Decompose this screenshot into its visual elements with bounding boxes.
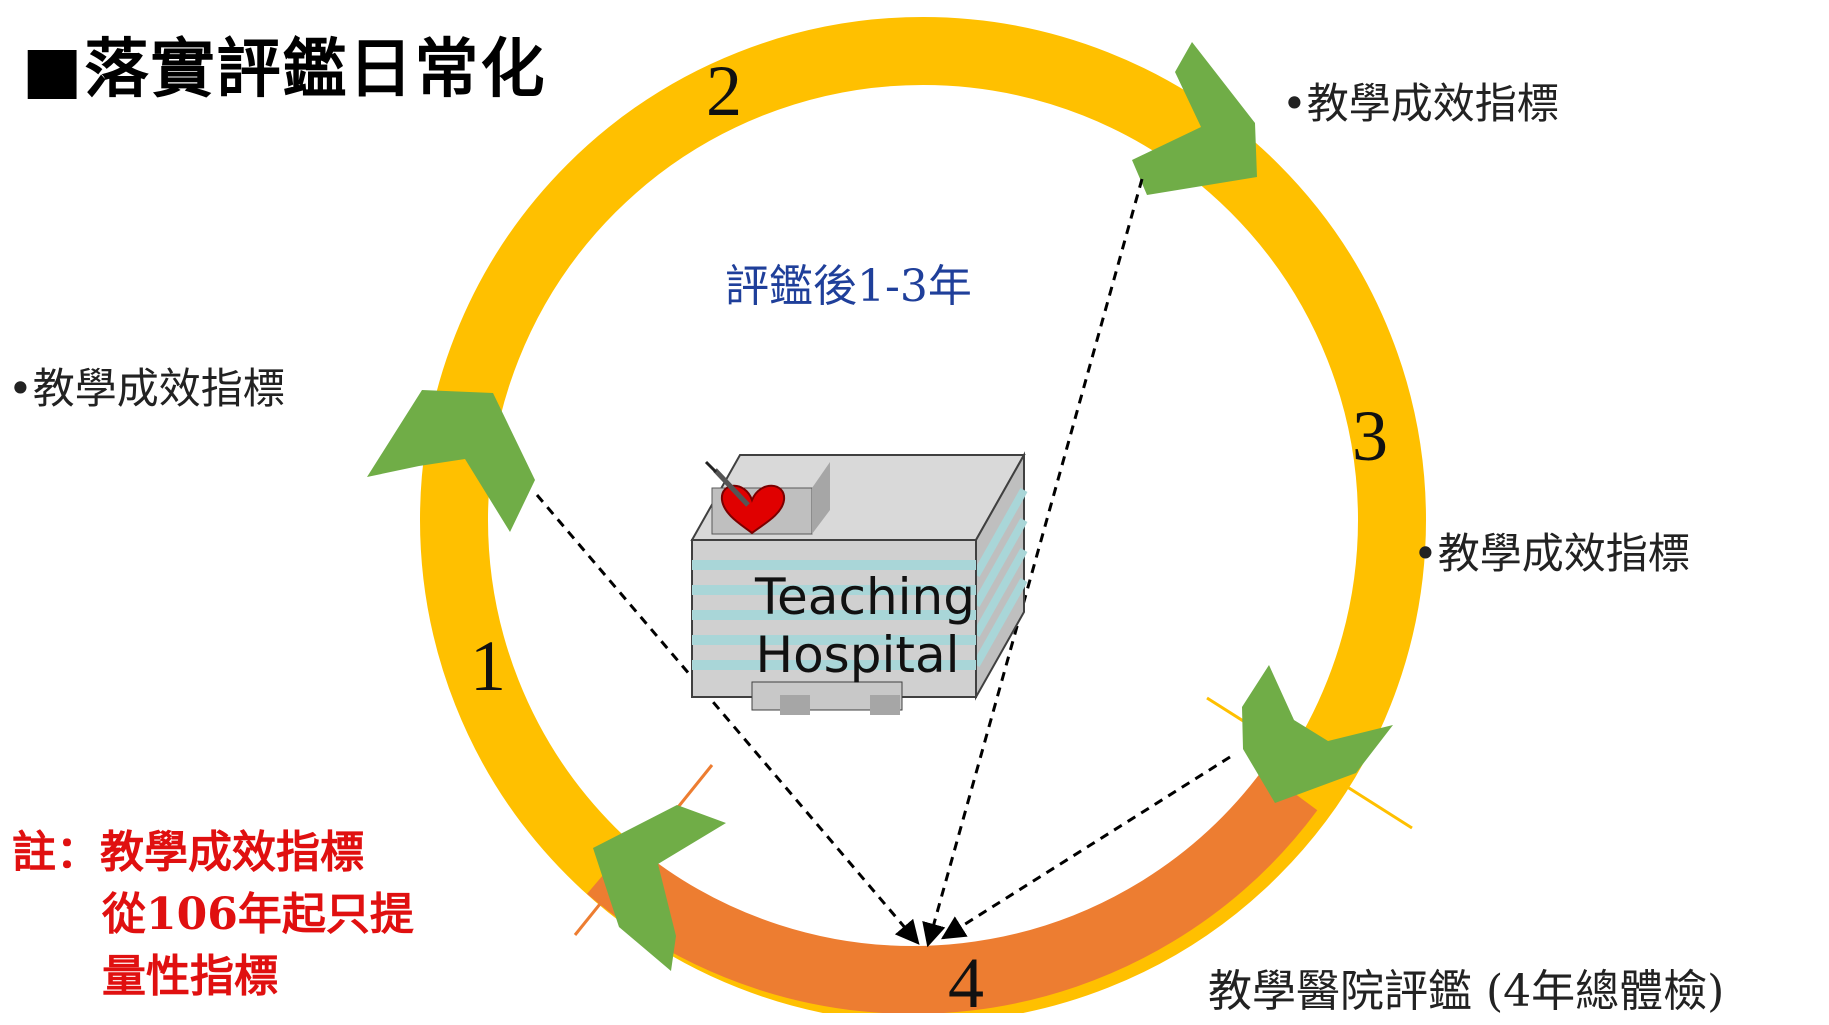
stage-number-1: 1 bbox=[470, 626, 506, 706]
note-line1: 註：教學成效指標 bbox=[12, 827, 364, 878]
chevron-bottom-left-icon bbox=[593, 805, 726, 971]
chevron-left-icon bbox=[367, 390, 535, 532]
note-line2: 從106年起只提 bbox=[102, 889, 414, 940]
dashed-arrow-from-left bbox=[535, 494, 920, 945]
stage-number-2: 2 bbox=[706, 51, 742, 131]
dashed-arrow-from-top-right bbox=[922, 178, 1144, 948]
heart-syringe-icon bbox=[704, 460, 786, 535]
page-title: ■落實評鑑日常化 bbox=[22, 32, 547, 107]
hospital-label-line2: Hospital bbox=[755, 626, 960, 684]
note-block: 註：教學成效指標 從106年起只提 量性指標 bbox=[12, 822, 414, 1008]
indicator-top-right: •教學成效指標 bbox=[1282, 79, 1559, 128]
indicator-right: •教學成效指標 bbox=[1413, 529, 1690, 578]
center-caption: 評鑑後1-3年 bbox=[725, 261, 972, 312]
hospital-building-icon bbox=[690, 451, 1028, 715]
stage-number-3: 3 bbox=[1352, 396, 1388, 476]
stage-number-4: 4 bbox=[948, 943, 984, 1023]
indicator-left: •教學成效指標 bbox=[8, 364, 285, 413]
chevron-right-icon bbox=[1242, 665, 1393, 803]
note-line3: 量性指標 bbox=[102, 951, 278, 1002]
hospital-label-line1: Teaching bbox=[755, 568, 975, 626]
hospital-label: Teaching Hospital bbox=[755, 568, 975, 684]
bottom-label: 教學醫院評鑑 (4年總體檢) bbox=[1208, 966, 1725, 1017]
cycle-arc-orange bbox=[586, 769, 1318, 1013]
chevron-top-right-icon bbox=[1132, 42, 1257, 195]
dashed-arrow-from-right bbox=[940, 755, 1231, 940]
